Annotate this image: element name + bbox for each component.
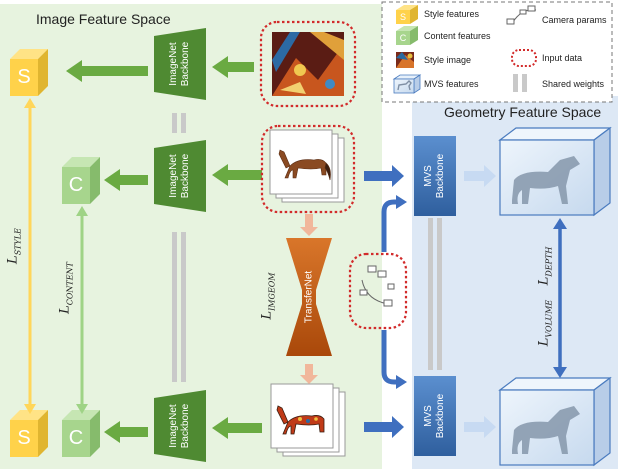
depth-loss-label: LDEPTH [537,247,554,286]
style-cube-top-letter: S [17,66,31,88]
depth-loss-subscript: DEPTH [544,246,554,277]
imagenet-backbone-middle-label: ImageNet Backbone [168,153,191,199]
style-cube-bottom-letter: S [17,427,31,449]
style-loss-subscript: STYLE [13,228,23,256]
green-arrow-style-image-in [212,56,254,78]
green-arrow-stylized-image-in [212,417,262,439]
content-loss-subscript: CONTENT [65,262,75,306]
imagenet-backbone-top-label: ImageNet Backbone [168,41,191,87]
green-arrow-to-style-top [66,60,148,82]
volume-loss-subscript: VOLUME [544,299,554,338]
imagenet-shared-weights-top [172,113,186,133]
stylized-horse-figure [276,405,325,435]
imagenet-backbone-bottom-label: ImageNet Backbone [168,403,191,449]
style-loss-arrow [24,98,36,414]
style-cube-bottom [10,410,48,457]
volume-loss-label: LVOLUME [537,300,554,346]
content-loss-label: LCONTENT [58,262,75,314]
content-image-stack [260,124,356,214]
content-cube-middle [62,157,100,204]
legend-content-cube [396,26,418,45]
light-arrow-mvs-to-volume-top [464,165,496,187]
imagenet-backbone-top [154,28,206,100]
mvs-backbone-top-label: MVS Backbone [423,153,446,199]
imagenet-backbone-middle [154,140,206,212]
light-arrow-mvs-to-volume-bottom [464,416,496,438]
legend-mvs-features-label: MVS features [424,79,479,89]
imgeom-loss-subscript: IMGEOM [267,272,277,311]
depth-loss-symbol: L [536,276,552,286]
content-loss-symbol: L [57,305,73,314]
pink-arrow-transfernet-to-output [300,364,318,384]
transfernet-label: TransferNet [303,270,315,324]
legend-input-data-label: Input data [542,53,583,63]
style-cube-top [10,49,48,96]
legend-shared-weights-label: Shared weights [542,79,605,89]
blue-arrow-camera-up [381,195,407,252]
content-cube-middle-letter: C [68,174,84,196]
volume-depth-loss-arrow [553,218,567,378]
mvs-backbone-top [414,136,456,216]
style-image [259,20,357,108]
content-cube-bottom [62,410,100,457]
content-loss-arrow [76,206,88,414]
green-arrow-to-content-bottom [104,421,148,443]
blue-arrow-content-to-mvs [364,165,404,187]
stylized-image-stack [270,383,346,457]
camera-params-input [348,252,408,330]
content-cube-bottom-letter: C [68,427,84,449]
legend-input-data-icon [511,49,537,67]
legend-style-cube-letter: S [399,12,406,22]
geometry-space-title: Geometry Feature Space [444,104,602,120]
legend-style-image-icon [396,52,414,68]
blue-arrow-stylized-to-mvs [364,416,404,438]
style-loss-symbol: L [5,255,21,264]
horse-figure [278,149,331,181]
legend-mvs-volume [392,74,422,94]
mvs-backbone-bottom [414,376,456,456]
image-space-title: Image Feature Space [36,11,171,27]
imagenet-shared-weights-bottom [172,232,186,382]
volume-loss-symbol: L [536,337,552,347]
style-loss-label: LSTYLE [6,228,23,264]
green-arrow-to-content-middle [104,169,148,191]
legend-style-image-label: Style image [424,55,472,65]
imgeom-loss-symbol: L [259,310,275,320]
legend-shared-weights-icon [513,74,527,92]
feature-volume-top [498,126,612,217]
pink-arrow-content-to-transfernet [300,214,318,236]
legend-camera-params-label: Camera params [542,15,607,25]
legend-style-cube [396,5,418,24]
mvs-backbone-bottom-label: MVS Backbone [423,393,446,439]
mvs-shared-weights [428,218,442,370]
feature-volume-bottom [498,376,612,467]
blue-arrow-camera-down [381,330,407,389]
green-arrow-content-image-in [212,164,262,186]
imgeom-loss-label: LIMGEOM [260,273,277,320]
legend-content-features-label: Content features [424,31,491,41]
legend-camera-icon [506,5,537,25]
legend-content-cube-letter: C [399,33,407,43]
legend-style-features-label: Style features [424,9,480,19]
imagenet-backbone-bottom [154,390,206,462]
transfernet-block [286,238,332,356]
